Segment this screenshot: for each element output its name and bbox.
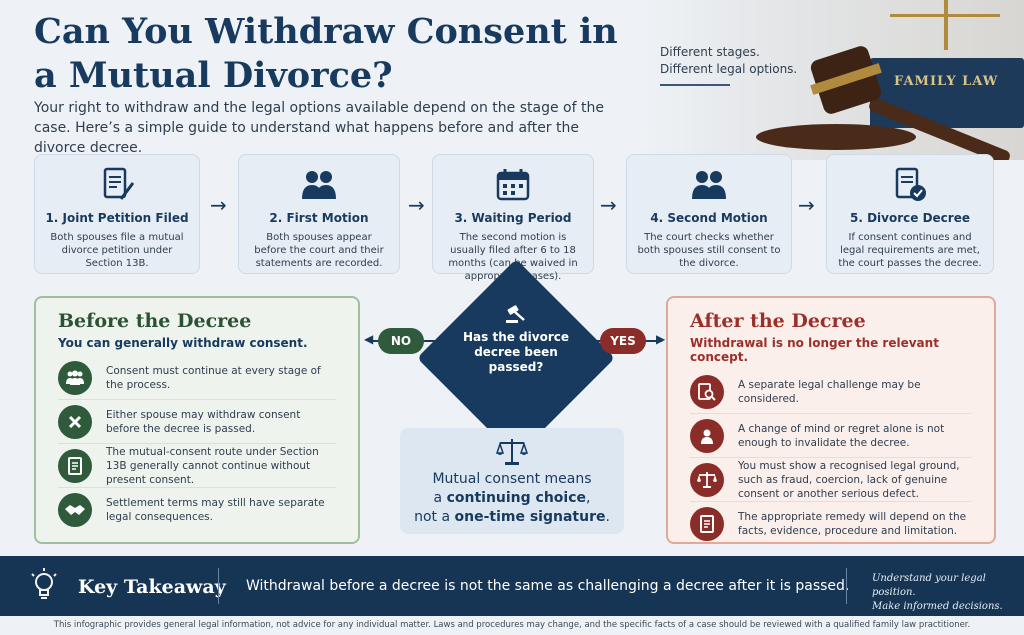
takeaway-text: Withdrawal before a decree is not the sa… bbox=[246, 578, 850, 594]
list-item: A change of mind or regret alone is not … bbox=[690, 414, 972, 458]
no-badge: NO bbox=[378, 328, 424, 354]
gavel-icon bbox=[506, 305, 525, 323]
arrow-right-icon: → bbox=[210, 193, 227, 217]
line3-bold: one-time signature bbox=[454, 509, 606, 525]
step-title: 2. First Motion bbox=[269, 211, 369, 225]
divider bbox=[846, 568, 847, 604]
list-item-text: Settlement terms may still have separate… bbox=[106, 497, 325, 523]
list-item-text: A change of mind or regret alone is not … bbox=[738, 422, 945, 449]
yes-badge: YES bbox=[600, 328, 646, 354]
scales-post bbox=[944, 0, 948, 50]
takeaway-side: Understand your legal position. Make inf… bbox=[872, 572, 1024, 614]
list-item-text: The appropriate remedy will depend on th… bbox=[738, 511, 967, 537]
document-search-icon bbox=[690, 374, 724, 409]
disclaimer: This infographic provides general legal … bbox=[53, 620, 971, 630]
tagline: Different stages. Different legal option… bbox=[660, 44, 797, 78]
step-title: 4. Second Motion bbox=[650, 211, 768, 225]
list-item: You must show a recognised legal ground,… bbox=[690, 458, 972, 502]
takeaway-side-line-2: Make informed decisions. bbox=[872, 601, 1003, 612]
list-item: A separate legal challenge may be consid… bbox=[690, 370, 972, 414]
line2-pre: a bbox=[433, 490, 447, 506]
law-book-label: FAMILY LAW bbox=[894, 74, 999, 89]
page-title: Can You Withdraw Consent in a Mutual Div… bbox=[34, 11, 618, 96]
tagline-line-2: Different legal options. bbox=[660, 62, 798, 76]
mutual-consent-line-1: Mutual consent means bbox=[432, 471, 592, 487]
hero-image: FAMILY LAW bbox=[640, 0, 1024, 160]
step-desc: The court checks whether both spouses st… bbox=[637, 232, 781, 269]
divider bbox=[218, 568, 219, 604]
before-title: Before the Decree bbox=[58, 310, 252, 332]
step-second-motion: 4. Second Motion The court checks whethe… bbox=[626, 154, 792, 274]
line2-post: , bbox=[586, 490, 591, 506]
arrow-right-icon: → bbox=[798, 193, 815, 217]
list-item: The mutual-consent route under Section 1… bbox=[58, 444, 336, 488]
takeaway-bar bbox=[0, 556, 1024, 616]
step-title: 1. Joint Petition Filed bbox=[45, 211, 189, 225]
step-divorce-decree: 5. Divorce Decree If consent continues a… bbox=[826, 154, 994, 274]
arrow-right-icon: → bbox=[408, 193, 425, 217]
document-check-icon bbox=[895, 167, 926, 201]
line3-pre: not a bbox=[414, 509, 455, 525]
after-subtitle: Withdrawal is no longer the relevant con… bbox=[690, 336, 939, 364]
list-item-text: A separate legal challenge may be consid… bbox=[738, 378, 921, 405]
step-desc: Both spouses appear before the court and… bbox=[254, 232, 384, 269]
step-title: 3. Waiting Period bbox=[454, 211, 572, 225]
before-subtitle: You can generally withdraw consent. bbox=[58, 336, 308, 350]
two-people-icon bbox=[302, 171, 336, 199]
step-joint-petition: 1. Joint Petition Filed Both spouses fil… bbox=[34, 154, 200, 274]
list-item: Either spouse may withdraw consent befor… bbox=[58, 400, 336, 444]
before-decree-panel: Before the Decree You can generally with… bbox=[34, 296, 360, 544]
document-pen-icon bbox=[103, 167, 135, 200]
step-desc: Both spouses file a mutual divorce petit… bbox=[50, 232, 184, 269]
two-people-icon bbox=[692, 171, 726, 199]
mutual-consent-line-3: not a one-time signature. bbox=[400, 508, 624, 527]
list-item-text: Either spouse may withdraw consent befor… bbox=[106, 408, 301, 435]
takeaway-title: Key Takeaway bbox=[78, 576, 226, 598]
after-decree-panel: After the Decree Withdrawal is no longer… bbox=[666, 296, 996, 544]
x-icon bbox=[58, 404, 92, 439]
list-item-text: You must show a recognised legal ground,… bbox=[738, 459, 960, 500]
tagline-underline bbox=[660, 84, 730, 86]
mutual-consent-box: Mutual consent means a continuing choice… bbox=[400, 428, 624, 534]
person-icon bbox=[690, 418, 724, 453]
gavel-block bbox=[756, 124, 916, 150]
arrow-right-icon: → bbox=[600, 193, 617, 217]
step-desc: If consent continues and legal requireme… bbox=[838, 232, 982, 269]
document-icon bbox=[58, 448, 92, 483]
after-title: After the Decree bbox=[690, 310, 866, 332]
decision-question: Has the divorce decree been passed? bbox=[463, 330, 569, 374]
arrow-left-icon: ◀ bbox=[364, 332, 374, 346]
list-item: Settlement terms may still have separate… bbox=[58, 488, 336, 532]
tagline-line-1: Different stages. bbox=[660, 45, 760, 59]
arrow-right-icon: ▶ bbox=[656, 332, 666, 346]
calendar-icon bbox=[496, 169, 530, 201]
scales-icon bbox=[496, 439, 528, 465]
group-icon bbox=[58, 360, 92, 395]
document-icon bbox=[690, 507, 724, 541]
step-first-motion: 2. First Motion Both spouses appear befo… bbox=[238, 154, 400, 274]
list-item-text: Consent must continue at every stage of … bbox=[106, 364, 321, 391]
takeaway-side-line-1: Understand your legal position. bbox=[872, 573, 986, 598]
list-item: The appropriate remedy will depend on th… bbox=[690, 502, 972, 546]
list-item-text: The mutual-consent route under Section 1… bbox=[106, 445, 319, 486]
line3-post: . bbox=[605, 509, 610, 525]
scales-beam bbox=[890, 14, 1000, 17]
mutual-consent-line-2: a continuing choice, bbox=[400, 489, 624, 508]
step-waiting-period: 3. Waiting Period The second motion is u… bbox=[432, 154, 594, 282]
intro-text: Your right to withdraw and the legal opt… bbox=[34, 100, 604, 156]
scales-icon bbox=[690, 462, 724, 497]
line2-bold: continuing choice bbox=[446, 490, 587, 506]
lightbulb-icon bbox=[31, 568, 57, 599]
handshake-icon bbox=[58, 493, 92, 527]
list-item: Consent must continue at every stage of … bbox=[58, 356, 336, 400]
step-title: 5. Divorce Decree bbox=[850, 211, 970, 225]
